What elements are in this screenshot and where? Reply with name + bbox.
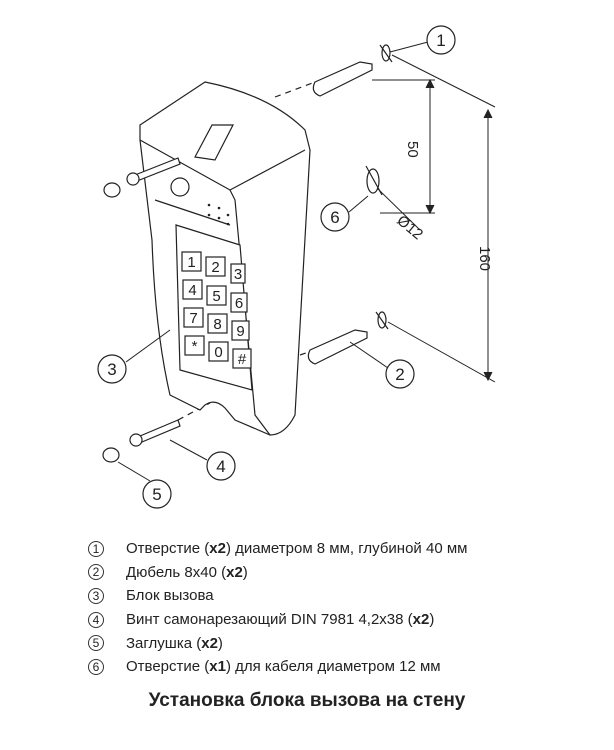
callout-number: 6 [330, 208, 339, 227]
legend-text-end: ) [429, 611, 435, 629]
key-1: 1 [187, 254, 195, 271]
dowel-bottom [307, 329, 368, 365]
callout-number: 1 [436, 31, 445, 50]
legend-item: 6 Отверстие (x1) для кабеля диаметром 12 … [88, 655, 467, 679]
legend-number: 2 [88, 564, 104, 581]
key-6: 6 [235, 295, 243, 312]
callout-number: 4 [216, 457, 225, 476]
figure-title: Установка блока вызова на стену [148, 690, 466, 711]
legend-item: 5 Заглушка (x2) [88, 631, 467, 655]
legend-text-end: ) [242, 563, 248, 581]
dimension-cable-hole: Ø12 [393, 212, 426, 243]
legend-quantity: x2 [412, 611, 430, 629]
legend-number: 1 [88, 540, 104, 557]
legend-quantity: x2 [201, 634, 218, 652]
callout-2: 2 [385, 359, 415, 389]
callout-6: 6 [320, 202, 350, 232]
legend-quantity: x2 [209, 540, 226, 558]
legend-number: 6 [88, 658, 104, 675]
speaker-grille [207, 203, 230, 226]
legend-text: Блок вызова [126, 587, 214, 605]
callout-4: 4 [206, 451, 236, 481]
legend-item: 4 Винт самонарезающий DIN 7981 4,2х38 (x2… [88, 608, 467, 632]
cap-top [103, 182, 121, 198]
legend-number: 4 [88, 611, 104, 628]
screw-top [126, 157, 181, 186]
legend-text-end: ) для кабеля диаметром 12 мм [225, 658, 441, 676]
legend-text: Винт самонарезающий DIN 7981 4,2х38 ( [126, 611, 413, 629]
callout-1: 1 [426, 25, 456, 55]
dimension-160: 160 [476, 246, 493, 271]
key-4: 4 [188, 282, 196, 299]
callout-leaders [117, 41, 429, 482]
legend-item: 2 Дюбель 8х40 (x2) [88, 561, 467, 585]
legend-text: Дюбель 8х40 ( [126, 563, 227, 581]
legend-item: 1 Отверстие (x2) диаметром 8 мм, глубиной… [88, 537, 467, 561]
installation-diagram: 1 2 3 4 5 6 7 8 9 * 0 # 50 160 Ø12 [97, 25, 496, 509]
legend-item: 3 Блок вызова [88, 584, 467, 608]
legend-text-end: ) диаметром 8 мм, глубиной 40 мм [225, 540, 468, 558]
legend-quantity: x1 [209, 658, 226, 676]
legend-number: 5 [88, 635, 104, 652]
callout-3: 3 [97, 354, 127, 384]
key-7: 7 [189, 310, 197, 327]
cap-bottom [102, 447, 120, 463]
key-9: 9 [236, 323, 244, 340]
legend-text: Заглушка ( [126, 634, 202, 652]
key-hash: # [238, 351, 247, 368]
legend-text-end: ) [217, 634, 223, 652]
dimension-lines [372, 54, 496, 383]
callout-number: 2 [395, 365, 404, 384]
key-2: 2 [211, 259, 219, 276]
legend-quantity: x2 [226, 563, 243, 581]
key-5: 5 [212, 288, 220, 305]
legend-text: Отверстие ( [126, 540, 210, 558]
callout-number: 5 [152, 485, 161, 504]
screw-bottom [129, 419, 181, 447]
key-star: * [192, 338, 198, 355]
legend-number: 3 [88, 587, 104, 604]
dimension-50: 50 [404, 141, 421, 158]
key-0: 0 [214, 344, 222, 361]
hole-markers [365, 44, 393, 330]
dowel-top [312, 61, 373, 97]
key-3: 3 [234, 266, 242, 283]
callout-number: 3 [107, 360, 116, 379]
keypad: 1 2 3 4 5 6 7 8 9 * 0 # [181, 251, 252, 369]
legend-text: Отверстие ( [126, 658, 210, 676]
key-8: 8 [213, 316, 221, 333]
callout-5: 5 [142, 479, 172, 509]
